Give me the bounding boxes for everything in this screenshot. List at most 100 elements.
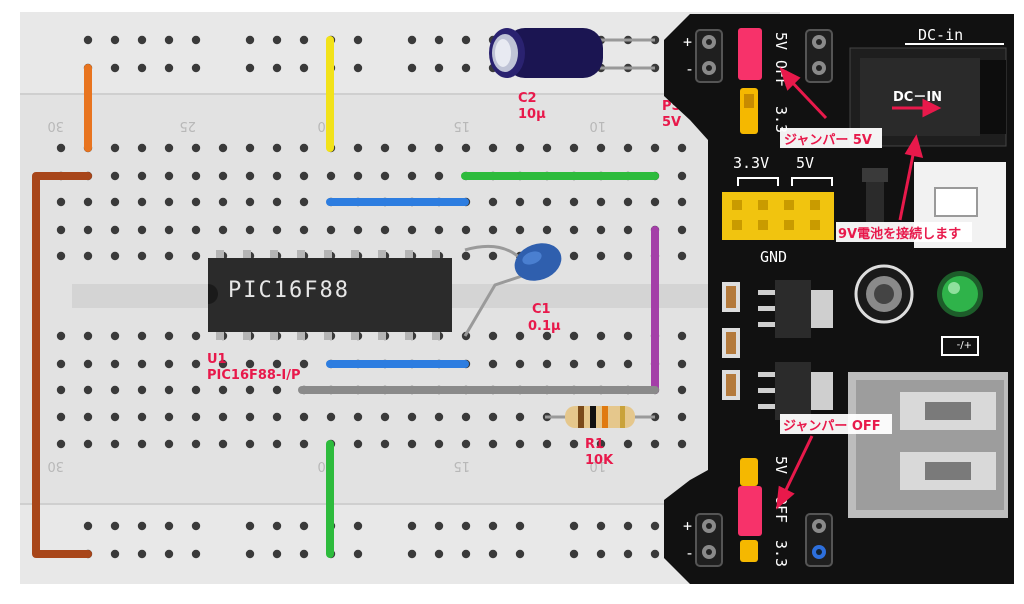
breadboard-hole: [407, 63, 417, 73]
breadboard-hole: [596, 143, 606, 153]
breadboard-hole: [299, 225, 309, 235]
breadboard-hole: [83, 331, 93, 341]
breadboard-hole: [353, 549, 363, 559]
ic-pin: [324, 330, 332, 340]
breadboard-hole: [623, 521, 633, 531]
breadboard-hole: [407, 35, 417, 45]
breadboard-hole: [569, 549, 579, 559]
bottom-jumper-yellow-2: [740, 540, 758, 562]
breadboard-hole: [488, 412, 498, 422]
breadboard-hole: [515, 143, 525, 153]
breadboard-hole: [380, 439, 390, 449]
annotation-jumper-off: ジャンパー OFF: [783, 419, 881, 434]
bottom-jumper-yellow: [740, 458, 758, 486]
breadboard-hole: [56, 331, 66, 341]
wires: [32, 36, 659, 558]
breadboard-hole: [488, 197, 498, 207]
breadboard-hole: [434, 143, 444, 153]
breadboard-hole: [380, 143, 390, 153]
breadboard-hole: [245, 143, 255, 153]
breadboard-hole: [623, 143, 633, 153]
breadboard-hole: [515, 331, 525, 341]
top-5v-label: 5V: [772, 32, 790, 50]
ic-ref: U1: [207, 352, 227, 367]
breadboard-hole: [461, 549, 471, 559]
breadboard-hole: [137, 197, 147, 207]
ic-pin: [297, 250, 305, 260]
breadboard-hole: [596, 197, 606, 207]
breadboard-hole: [56, 385, 66, 395]
ic-pin: [378, 250, 386, 260]
breadboard-hole: [272, 412, 282, 422]
ic-part: PIC16F88-I/P: [207, 368, 300, 383]
breadboard-hole: [623, 331, 633, 341]
capacitor-c1: [463, 243, 562, 337]
breadboard-hole: [650, 143, 660, 153]
breadboard-hole: [218, 197, 228, 207]
breadboard-hole: [434, 549, 444, 559]
breadboard-hole: [569, 359, 579, 369]
breadboard-hole: [191, 412, 201, 422]
breadboard-hole: [299, 197, 309, 207]
header-pin: [784, 220, 794, 230]
breadboard-hole: [56, 143, 66, 153]
breadboard-hole: [650, 521, 660, 531]
breadboard-hole: [164, 331, 174, 341]
breadboard-hole: [434, 439, 444, 449]
breadboard-hole: [434, 521, 444, 531]
dc-in-label: DC-in: [918, 26, 963, 44]
breadboard-hole: [569, 521, 579, 531]
bottom-minus: -: [685, 544, 694, 562]
breadboard-hole: [137, 251, 147, 261]
breadboard-hole: [164, 63, 174, 73]
breadboard-hole: [164, 385, 174, 395]
bottom-5v-label: 5V: [772, 456, 790, 474]
breadboard-hole: [164, 412, 174, 422]
ic-pin: [405, 250, 413, 260]
breadboard-hole: [299, 439, 309, 449]
breadboard-hole: [407, 171, 417, 181]
breadboard-hole: [110, 35, 120, 45]
breadboard-hole: [110, 549, 120, 559]
switch-label: +/-: [956, 339, 972, 350]
breadboard-hole: [245, 412, 255, 422]
breadboard-hole: [407, 412, 417, 422]
breadboard-hole: [434, 412, 444, 422]
breadboard-hole: [164, 35, 174, 45]
breadboard-hole: [677, 171, 687, 181]
breadboard-hole: [569, 251, 579, 261]
breadboard-hole: [299, 549, 309, 559]
column-numbers-bottom: 30 20 15 10: [47, 458, 606, 473]
bottom-off-label: OFF: [772, 496, 790, 523]
breadboard-hole: [137, 439, 147, 449]
breadboard-hole: [677, 331, 687, 341]
breadboard-hole: [164, 359, 174, 369]
r1-ref: R1: [585, 437, 604, 452]
breadboard-hole: [569, 197, 579, 207]
breadboard-hole: [623, 439, 633, 449]
breadboard-hole: [137, 143, 147, 153]
header-pin: [732, 200, 742, 210]
breadboard-hole: [137, 385, 147, 395]
breadboard-hole: [434, 35, 444, 45]
annotation-jumper-5v: ジャンパー 5V: [784, 133, 872, 148]
pin-header: [722, 192, 834, 240]
breadboard-hole: [407, 549, 417, 559]
breadboard-hole: [191, 549, 201, 559]
breadboard-hole: [542, 359, 552, 369]
breadboard-hole: [596, 225, 606, 235]
breadboard-hole: [164, 171, 174, 181]
breadboard-hole: [353, 412, 363, 422]
breadboard-hole: [137, 521, 147, 531]
breadboard-hole: [164, 521, 174, 531]
breadboard-hole: [164, 251, 174, 261]
breadboard-hole: [218, 225, 228, 235]
breadboard-hole: [353, 225, 363, 235]
ic-label: PIC16F88: [228, 278, 350, 303]
ic-pin: [270, 330, 278, 340]
breadboard-hole: [110, 63, 120, 73]
breadboard-hole: [407, 225, 417, 235]
breadboard-hole: [407, 143, 417, 153]
ic-pin: [243, 330, 251, 340]
breadboard-hole: [488, 359, 498, 369]
